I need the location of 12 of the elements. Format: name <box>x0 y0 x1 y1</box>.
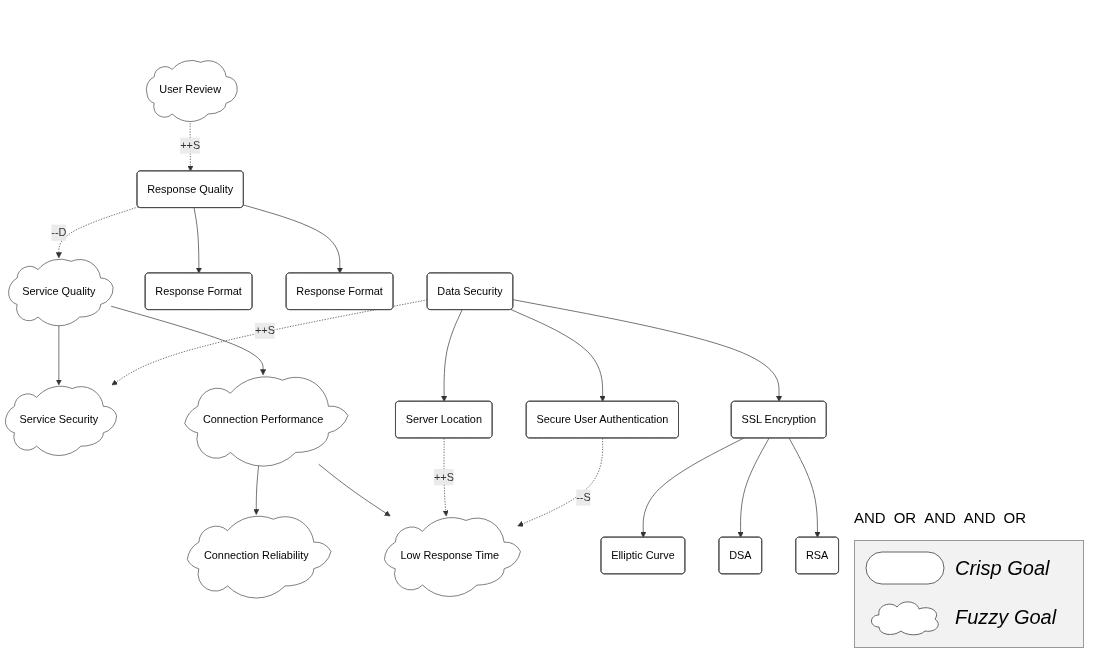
decomposition-label: OR <box>1003 509 1026 526</box>
edge-label: ++S <box>254 324 275 336</box>
legend-text: Crisp Goal <box>955 556 1050 580</box>
decomposition-label: AND <box>963 509 996 526</box>
decomposition-label: AND <box>924 509 956 526</box>
edge-label: ++S <box>433 470 454 483</box>
edge-label: ++S <box>180 139 201 151</box>
decomposition-label: AND <box>854 509 886 526</box>
legend-text: Fuzzy Goal <box>955 605 1057 629</box>
edge-label: --S <box>576 491 591 503</box>
decomposition-label: OR <box>893 509 917 526</box>
edge-label: --D <box>51 226 67 238</box>
